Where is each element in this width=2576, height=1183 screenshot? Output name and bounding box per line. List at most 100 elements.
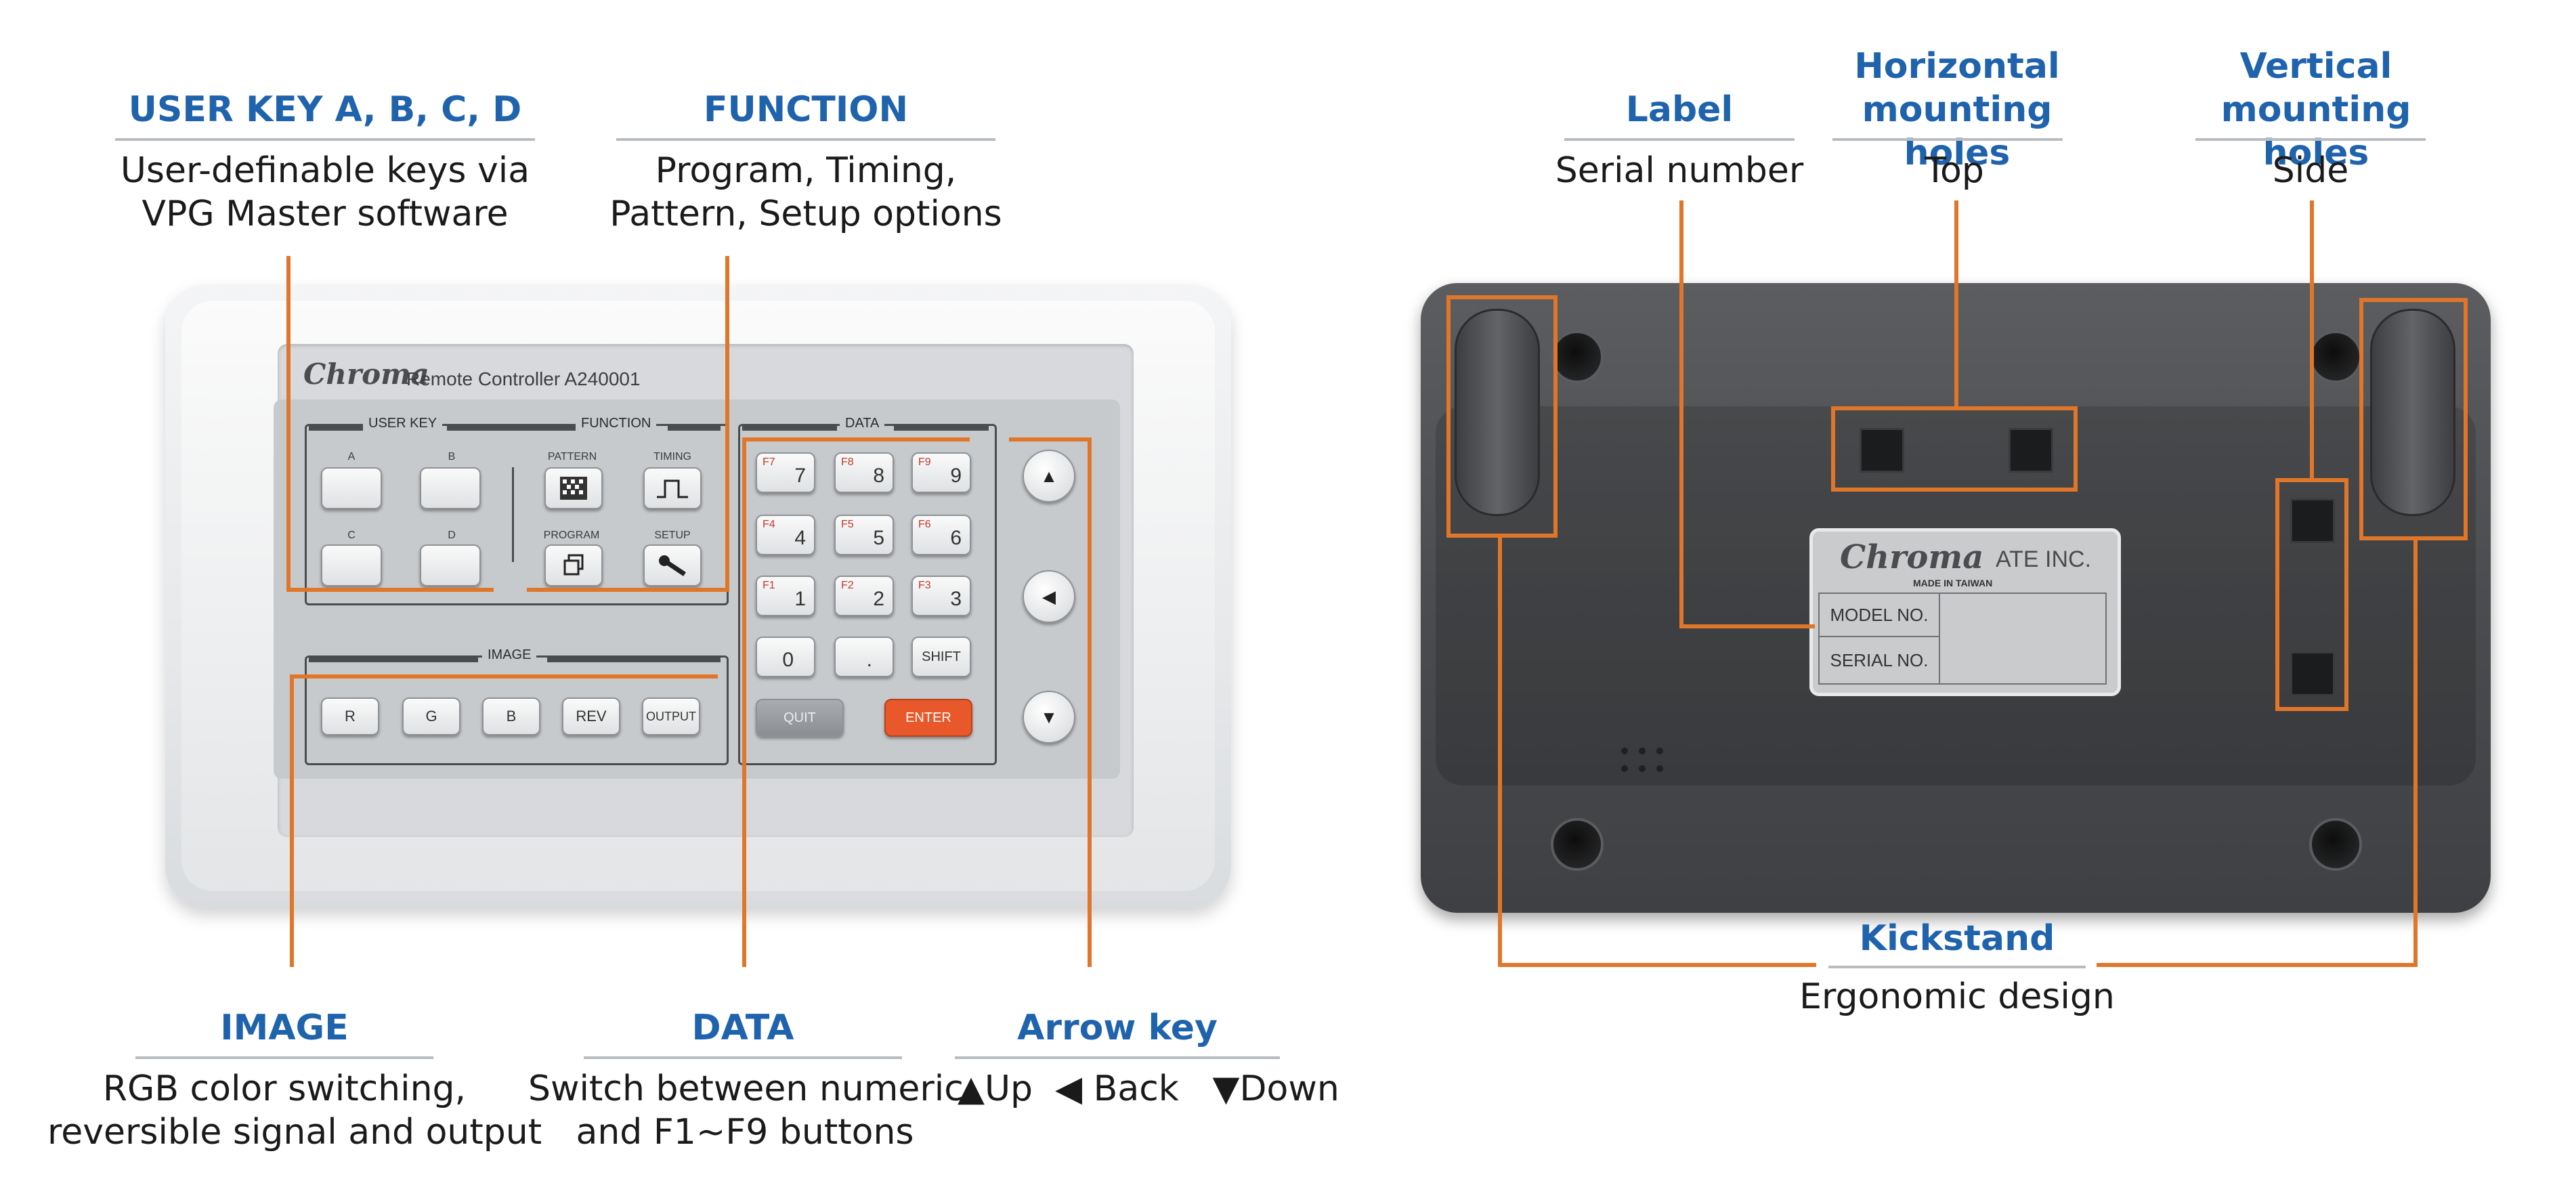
- image-group-label: IMAGE: [482, 647, 537, 663]
- kickstand-left-highlight: [1446, 295, 1558, 538]
- user-key-desc-1: User-definable keys via: [120, 150, 530, 191]
- setup-button[interactable]: [643, 544, 702, 586]
- vertical-callout-line: [2310, 200, 2314, 481]
- vertical-mount-slot: [2290, 498, 2335, 543]
- serial-no-field: SERIAL NO.: [1818, 636, 1940, 685]
- image-rev-button[interactable]: REV: [562, 697, 620, 735]
- company-text: ATE INC.: [1996, 546, 2092, 572]
- back-brand-logo: Chroma: [1840, 538, 1984, 576]
- user-key-c-button[interactable]: [321, 544, 382, 586]
- arrow-callout-line: [1009, 437, 1092, 442]
- data-key[interactable]: 0: [756, 637, 815, 677]
- user-key-d-label: D: [448, 530, 456, 541]
- kickstand-desc: Ergonomic design: [1799, 976, 2115, 1017]
- kickstand-title: Kickstand: [1859, 918, 2055, 959]
- user-key-a-button[interactable]: [321, 467, 382, 509]
- data-group-label: DATA: [840, 416, 885, 431]
- user-key-title: USER KEY A, B, C, D: [128, 89, 522, 130]
- label-desc: Serial number: [1555, 150, 1804, 191]
- data-callout-line: [744, 437, 970, 442]
- setup-icon: [659, 555, 686, 576]
- pattern-button[interactable]: [544, 467, 603, 509]
- image-desc-2: reversible signal and output: [47, 1112, 542, 1153]
- image-desc-1: RGB color switching,: [102, 1069, 467, 1109]
- image-callout-line: [291, 674, 718, 679]
- serial-label-plate: Chroma ATE INC. MADE IN TAIWAN MODEL NO.…: [1809, 528, 2121, 696]
- arrow-up-button[interactable]: ▲: [1023, 450, 1075, 502]
- enter-button[interactable]: ENTER: [884, 699, 972, 737]
- front-model-text: Remote Controller A240001: [406, 368, 641, 389]
- function-desc-2: Pattern, Setup options: [609, 194, 1002, 234]
- shift-button[interactable]: SHIFT: [911, 637, 971, 677]
- image-g-button[interactable]: G: [402, 697, 460, 735]
- user-key-callout-line: [286, 256, 291, 589]
- setup-key-label: SETUP: [654, 530, 691, 541]
- image-output-button[interactable]: OUTPUT: [642, 697, 700, 735]
- vertical-title-1: Vertical: [2239, 46, 2392, 87]
- arrow-down-icon: ▼: [1212, 1069, 1240, 1109]
- user-key-group-label: USER KEY: [363, 416, 443, 431]
- arrow-key-desc: ▲Up ◀ Back ▼Down: [958, 1069, 1339, 1109]
- front-brand-logo: Chroma: [303, 358, 429, 391]
- arrow-down-button[interactable]: ▼: [1023, 691, 1075, 744]
- data-desc-2: and F1~F9 buttons: [576, 1112, 914, 1153]
- horizontal-callout-line: [1954, 200, 1958, 409]
- timing-icon: [657, 479, 688, 498]
- data-desc-1: Switch between numeric: [528, 1069, 964, 1109]
- function-group-label: FUNCTION: [576, 416, 657, 431]
- user-key-b-button[interactable]: [420, 467, 481, 509]
- program-button[interactable]: [544, 544, 603, 586]
- arrow-left-icon: ◀: [1042, 586, 1056, 607]
- model-no-field: MODEL NO.: [1818, 593, 1940, 637]
- arrow-up-icon: ▲: [1040, 465, 1058, 486]
- vertical-desc: Side: [2272, 150, 2349, 191]
- kickstand-right-callout: [2413, 540, 2418, 967]
- function-desc-1: Program, Timing,: [655, 150, 957, 191]
- mount-hole: [2309, 330, 2362, 383]
- vertical-holes-highlight: [2275, 478, 2348, 711]
- kickstand-right-highlight: [2359, 298, 2468, 540]
- horizontal-desc: Top: [1925, 150, 1984, 191]
- user-key-b-label: B: [448, 451, 456, 463]
- pattern-icon: [560, 477, 587, 500]
- horizontal-holes-highlight: [1831, 406, 2078, 492]
- arrow-up-icon: ▲: [958, 1069, 985, 1109]
- user-key-a-label: A: [347, 451, 356, 463]
- horizontal-title-1: Horizontal: [1854, 46, 2060, 87]
- timing-button[interactable]: [643, 467, 702, 509]
- image-r-button[interactable]: R: [321, 697, 379, 735]
- kickstand-left[interactable]: [1455, 309, 1540, 516]
- label-callout-line: [1679, 200, 1683, 628]
- image-title: IMAGE: [220, 1008, 349, 1048]
- data-key[interactable]: .: [834, 637, 894, 677]
- mount-hole: [1551, 818, 1604, 871]
- data-title: DATA: [691, 1008, 794, 1048]
- program-icon: [563, 554, 584, 576]
- arrow-left-button[interactable]: ◀: [1023, 570, 1075, 623]
- mount-hole: [2309, 818, 2362, 871]
- function-callout-line: [725, 256, 729, 589]
- horizontal-mount-slot: [2009, 428, 2053, 473]
- image-b-button[interactable]: B: [482, 697, 540, 735]
- kickstand-right[interactable]: [2370, 309, 2455, 516]
- kickstand-left-callout: [1498, 538, 1502, 967]
- timing-key-label: TIMING: [653, 451, 691, 463]
- vertical-mount-slot: [2290, 651, 2335, 696]
- user-key-desc-2: VPG Master software: [142, 194, 509, 234]
- arrow-down-icon: ▼: [1040, 706, 1058, 727]
- arrow-left-icon: ◀: [1055, 1069, 1083, 1109]
- quit-button[interactable]: QUIT: [756, 699, 844, 737]
- arrow-key-title: Arrow key: [1017, 1008, 1218, 1048]
- made-in-text: MADE IN TAIWAN: [1913, 578, 1993, 588]
- program-key-label: PROGRAM: [543, 530, 600, 541]
- user-key-d-button[interactable]: [420, 544, 481, 586]
